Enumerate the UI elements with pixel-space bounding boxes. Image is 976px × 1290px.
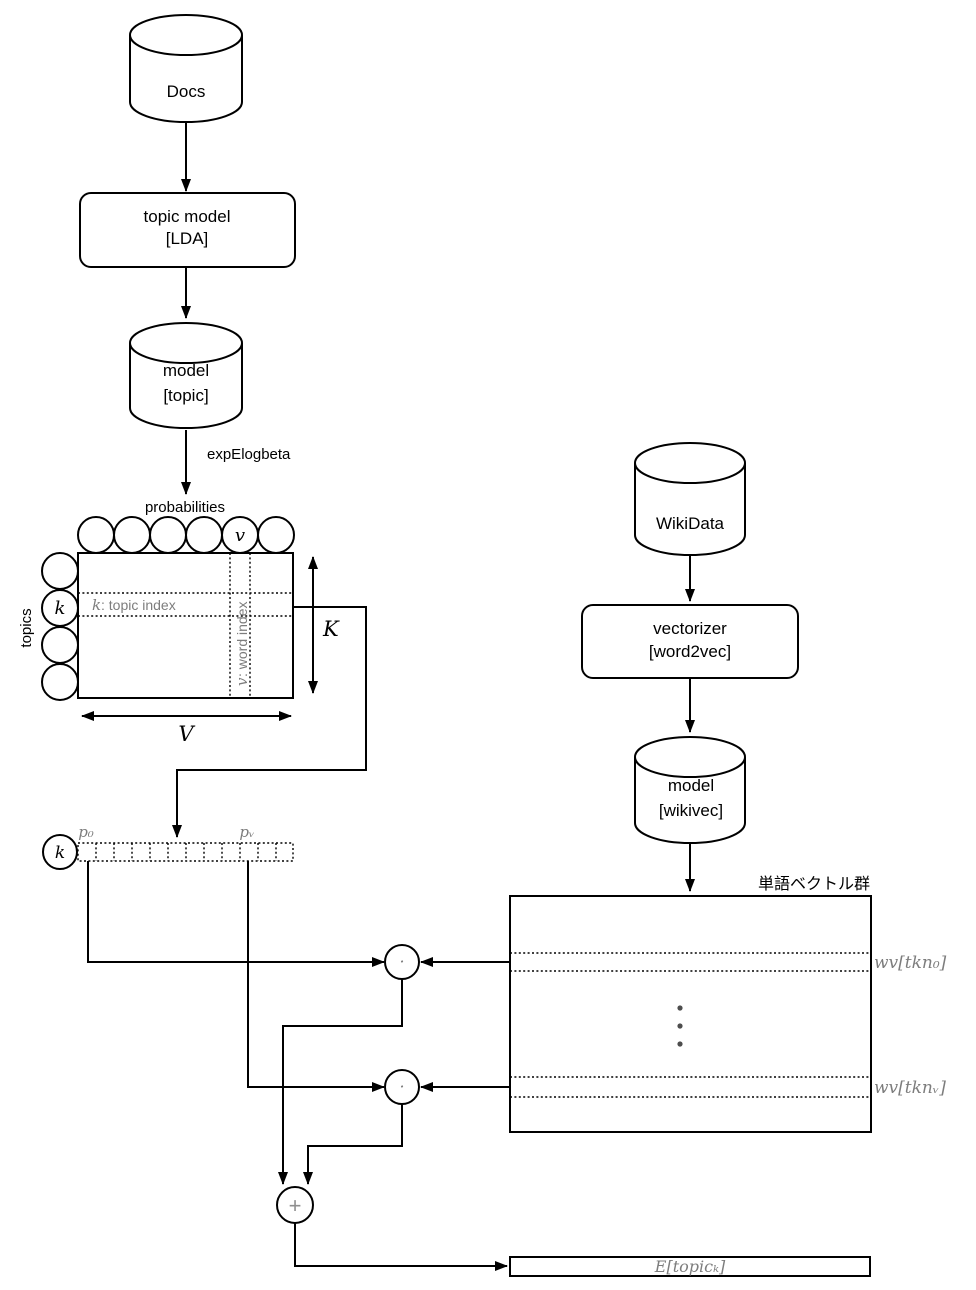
vectorizer-node: vectorizer [word2vec] bbox=[581, 604, 799, 679]
wikidata-label: WikiData bbox=[656, 514, 725, 533]
dot-product-1: · bbox=[384, 944, 420, 980]
vector-cell-separators bbox=[95, 843, 277, 861]
docs-cylinder-top bbox=[129, 14, 243, 56]
edge-pv-to-dot2 bbox=[247, 861, 385, 1092]
edge-sum-to-output bbox=[294, 1223, 508, 1271]
model-wikivec-database: model [wikivec] bbox=[634, 736, 746, 844]
vector-k-label: k bbox=[55, 843, 65, 863]
docs-cylinder-body bbox=[129, 35, 243, 123]
model-topic-cylinder-body bbox=[129, 343, 243, 429]
row-band-var: k bbox=[92, 596, 101, 614]
vertical-ellipsis-icon bbox=[677, 1005, 683, 1047]
edge-label-expelogbeta: expElogbeta bbox=[207, 446, 291, 463]
model-wikivec-line2: [wikivec] bbox=[659, 801, 723, 820]
wordvec-matrix-title: 単語ベクトル群 bbox=[758, 875, 870, 893]
model-topic-line1: model bbox=[163, 361, 209, 380]
model-topic-database: model [topic] bbox=[129, 322, 243, 429]
wordvec-rowv-band bbox=[510, 1076, 871, 1098]
wordvec-matrix: 単語ベクトル群 wv[tkn₀] wv[tknᵥ] bbox=[509, 875, 947, 1133]
prob-row-circle bbox=[41, 626, 79, 664]
edge-dot2-to-sum bbox=[303, 1104, 403, 1185]
prob-col-circle bbox=[149, 516, 187, 554]
row-band-text: : topic index bbox=[101, 597, 176, 613]
edge-p0-to-dot1 bbox=[87, 861, 385, 967]
wv-tkn0-label: wv[tkn₀] bbox=[874, 953, 947, 973]
row-var-label: k bbox=[55, 598, 66, 619]
wordvec-row0-band bbox=[510, 952, 871, 972]
pv-label: pᵥ bbox=[239, 823, 254, 841]
docs-label: Docs bbox=[167, 82, 206, 101]
prob-row-circle bbox=[41, 552, 79, 590]
dot-product-2: · bbox=[384, 1069, 420, 1105]
topic-probability-vector: k p₀ pᵥ bbox=[42, 823, 294, 870]
output-label: E[topicₖ] bbox=[654, 1257, 726, 1276]
edge-matrix-to-vector bbox=[172, 606, 367, 838]
k-dimension-label: K bbox=[322, 617, 340, 641]
vectorizer-line2: [word2vec] bbox=[649, 642, 731, 661]
wordvec-matrix-rect bbox=[509, 895, 872, 1133]
probabilities-title: probabilities bbox=[145, 499, 225, 516]
col-var-label: v bbox=[235, 525, 245, 546]
wikidata-database: WikiData bbox=[634, 442, 746, 556]
topic-model-line1: topic model bbox=[144, 207, 231, 226]
model-topic-line2: [topic] bbox=[163, 386, 208, 405]
prob-matrix-rect bbox=[77, 552, 294, 699]
topic-row-band bbox=[78, 592, 293, 617]
topic-model-line2: [LDA] bbox=[166, 229, 209, 248]
plus-operator-icon: + bbox=[289, 1193, 302, 1218]
col-band-var: v bbox=[233, 677, 251, 686]
model-wikivec-line1: model bbox=[668, 776, 714, 795]
prob-col-circle bbox=[257, 516, 295, 554]
output-node: E[topicₖ] bbox=[509, 1256, 871, 1277]
wikivec-cylinder-top bbox=[634, 736, 746, 778]
vector-k-circle bbox=[42, 834, 78, 870]
docs-database: Docs bbox=[129, 14, 243, 123]
sum-node: + bbox=[276, 1186, 314, 1224]
p0-label: p₀ bbox=[78, 823, 94, 841]
probabilities-matrix: probabilities v k topics k : topic index… bbox=[18, 499, 340, 746]
prob-col-circle bbox=[185, 516, 223, 554]
prob-col-circle bbox=[113, 516, 151, 554]
dot-operator-icon: · bbox=[399, 952, 404, 971]
dot-operator-icon: · bbox=[399, 1077, 404, 1096]
topic-model-node: topic model [LDA] bbox=[79, 192, 296, 268]
vectorizer-line1: vectorizer bbox=[653, 619, 727, 638]
prob-col-circle bbox=[77, 516, 115, 554]
output-box bbox=[509, 1256, 871, 1277]
wikidata-cylinder-top bbox=[634, 442, 746, 484]
topic-model-box bbox=[79, 192, 296, 268]
edge-dot1-to-sum bbox=[278, 979, 403, 1185]
wv-tknv-label: wv[tknᵥ] bbox=[874, 1078, 946, 1098]
topics-label: topics bbox=[18, 608, 35, 647]
model-topic-cylinder-top bbox=[129, 322, 243, 364]
prob-row-circle bbox=[41, 663, 79, 701]
col-band-text: : word index bbox=[234, 602, 250, 677]
col-band-label: v : word index bbox=[233, 602, 251, 686]
v-dimension-label: V bbox=[178, 722, 195, 746]
